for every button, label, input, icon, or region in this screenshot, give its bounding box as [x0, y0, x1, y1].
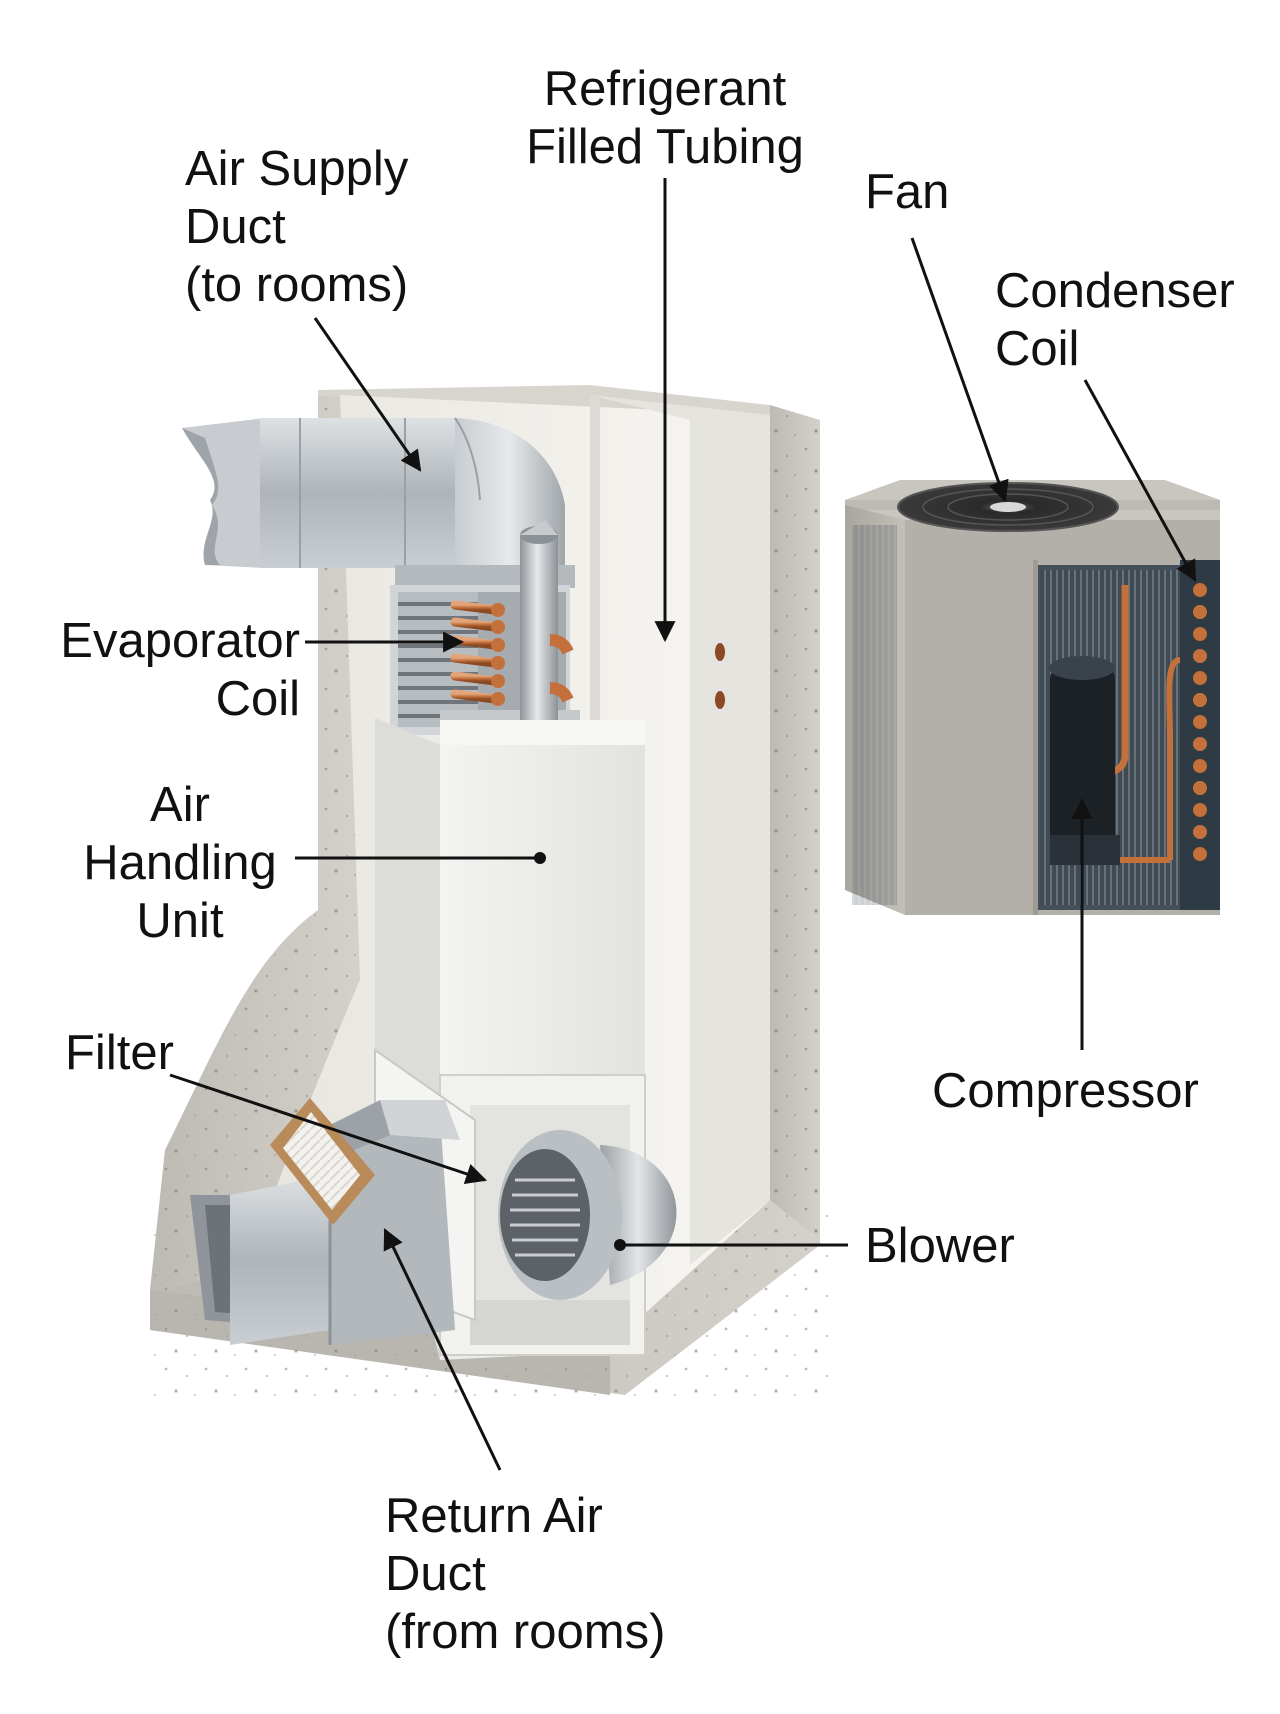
- label-fan: Fan: [865, 165, 950, 219]
- leader-condenser-coil: [1083, 379, 1197, 582]
- leader-lines: [169, 178, 1197, 1471]
- dot-blower: [614, 1239, 626, 1251]
- blower: [470, 1105, 677, 1345]
- label-refrigerant-tubing: Refrigerant Filled Tubing: [526, 62, 804, 174]
- label-condenser-coil: Condenser Coil: [995, 264, 1235, 376]
- label-return-air-duct: Return Air Duct (from rooms): [385, 1489, 666, 1659]
- air-supply-duct: [182, 417, 575, 588]
- label-air-supply-duct: Air Supply Duct (to rooms): [185, 142, 409, 312]
- label-filter: Filter: [65, 1026, 174, 1080]
- label-evaporator-coil: Evaporator Coil: [60, 614, 300, 726]
- label-blower: Blower: [865, 1219, 1015, 1273]
- leader-dots: [534, 852, 626, 1251]
- label-air-handling-unit: Air Handling Unit: [83, 778, 277, 948]
- leader-filter: [169, 1073, 487, 1184]
- label-compressor: Compressor: [932, 1064, 1199, 1118]
- condenser-unit: [845, 480, 1220, 915]
- filter: [270, 1098, 375, 1225]
- dot-air-handling-unit: [534, 852, 546, 864]
- leader-fan: [910, 237, 1009, 502]
- leader-air-supply-duct: [313, 317, 422, 472]
- leader-return-air-duct: [383, 1228, 502, 1471]
